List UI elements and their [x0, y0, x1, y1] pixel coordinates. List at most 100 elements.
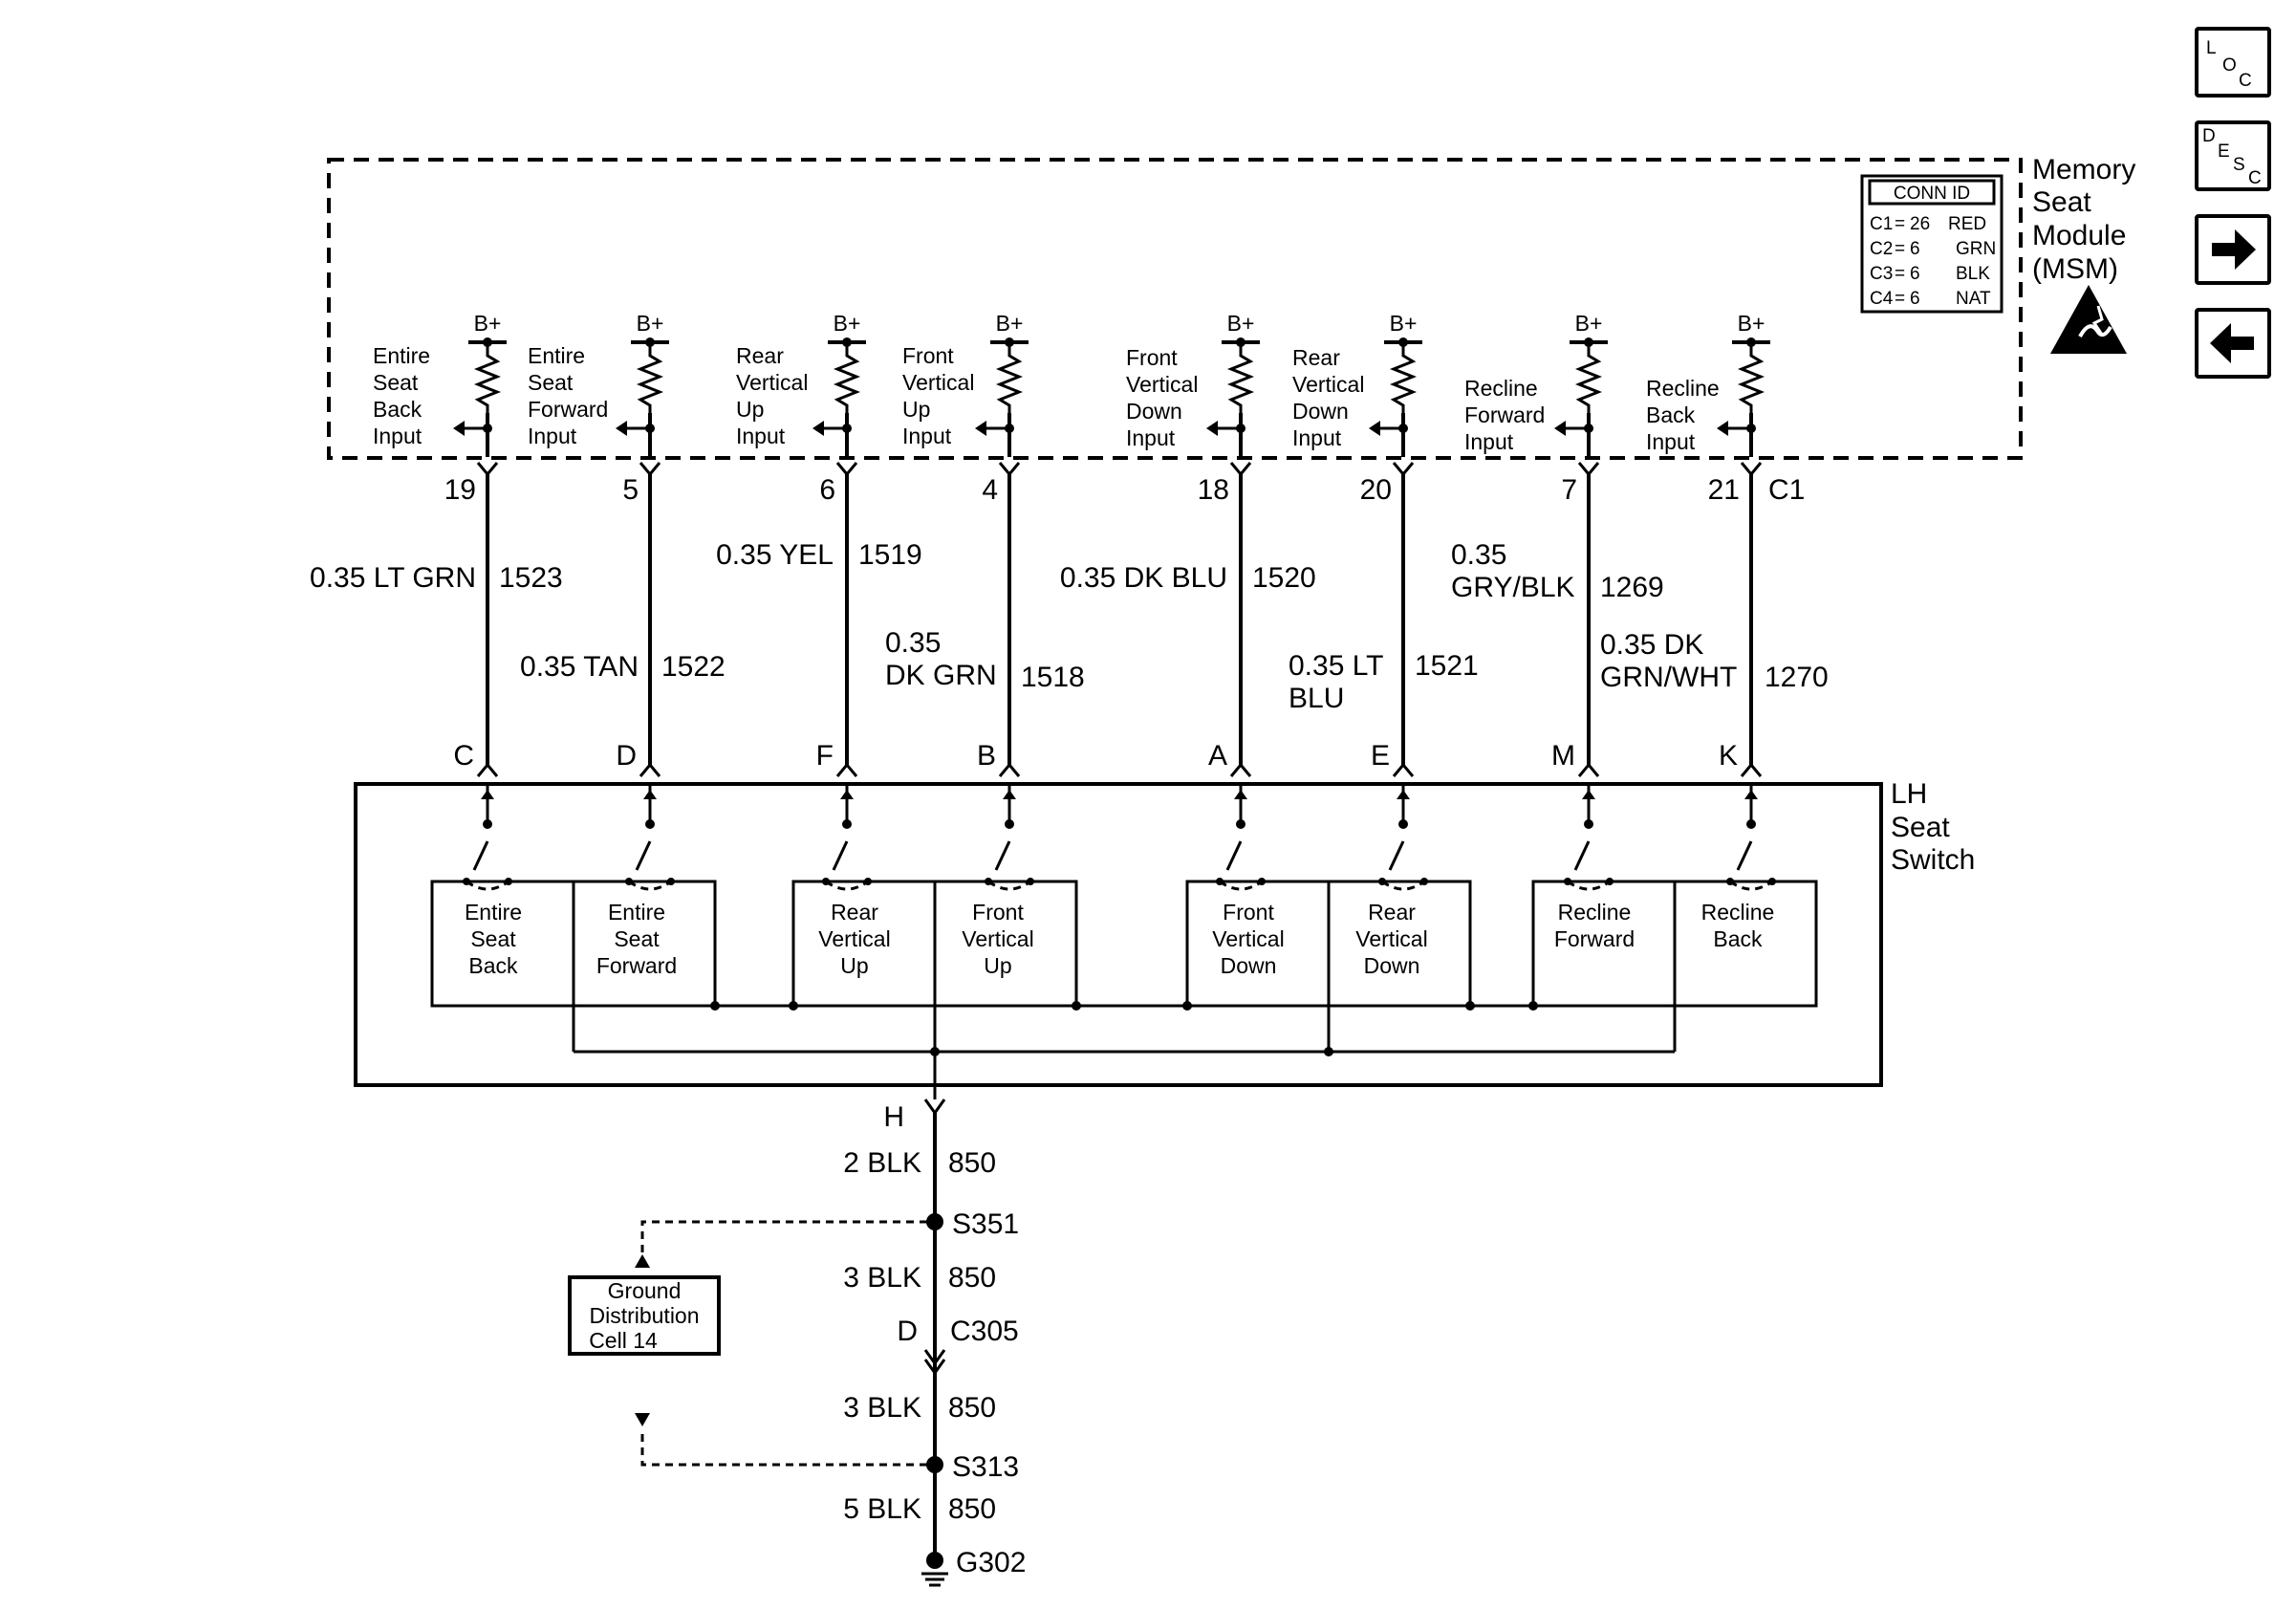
switch-arrow [481, 790, 494, 799]
module-name: Memory Seat Module (MSM) [2032, 154, 2135, 285]
ground-wire2-circuit: 850 [948, 1262, 996, 1294]
switch-pin-label: E [1371, 740, 1390, 772]
wire-color-label: 0.35 LT [1289, 650, 1384, 682]
b-plus-label: B+ [1575, 311, 1603, 336]
switch-connector-mark [1577, 762, 1600, 777]
module-pin-label: 7 [1561, 474, 1577, 506]
conn-id-row: C2 = 6 GRN [1870, 239, 1996, 259]
circuit-number-label: 1519 [858, 539, 922, 571]
arrow-left-icon [2210, 323, 2254, 363]
circuit-number-label: 1518 [1021, 662, 1085, 693]
conn-id-title: CONN ID [1894, 184, 1970, 204]
svg-text:Switch: Switch [1891, 844, 1975, 876]
module-connector-mark [1740, 462, 1763, 477]
pull-up-resistor [1737, 342, 1765, 413]
switch-section-label: Rear [1368, 900, 1416, 925]
connector-id-box: CONN ID C1 = 26 RED C2 = 6 GRN C3 = 6 BL… [1860, 174, 2004, 314]
switch-blade [1736, 840, 1753, 871]
switch-section-label: Back [1713, 926, 1763, 951]
pull-up-resistor [1389, 342, 1418, 413]
desc-letter-e: E [2218, 141, 2230, 162]
wire-color-label: GRN/WHT [1600, 662, 1737, 693]
pull-up-resistor [995, 342, 1024, 413]
input-label-line: Seat [528, 370, 574, 395]
next-button[interactable] [2195, 214, 2271, 285]
input-label-line: Front [1126, 345, 1178, 370]
input-label-line: Rear [736, 343, 784, 368]
svg-text:=: = [1895, 239, 1905, 259]
switch-connector-mark [639, 762, 661, 777]
input-label-line: Forward [528, 397, 608, 422]
input-label-line: Input [1646, 429, 1696, 454]
svg-text:Seat: Seat [1891, 812, 1950, 843]
switch-blade [1573, 840, 1591, 871]
prev-button[interactable] [2195, 308, 2271, 379]
switch-throw-arc [1381, 880, 1425, 891]
b-plus-label: B+ [1390, 311, 1418, 336]
svg-text:Seat: Seat [2032, 186, 2091, 218]
svg-text:Cell 14: Cell 14 [589, 1328, 658, 1353]
circuit-number-label: 1522 [661, 651, 726, 683]
desc-letter-c: C [2248, 168, 2262, 188]
module-pin-label: 6 [819, 474, 835, 506]
svg-text:6: 6 [1910, 264, 1920, 284]
switch-throw-arc [1729, 880, 1773, 891]
switch-pivot [645, 819, 655, 829]
b-plus-label: B+ [1738, 311, 1765, 336]
desc-button[interactable]: D E S C [2195, 120, 2271, 191]
svg-text:(MSM): (MSM) [2032, 253, 2118, 285]
switch-pivot [1398, 819, 1408, 829]
input-label-line: Back [373, 397, 422, 422]
switch-section-label: Recline [1558, 900, 1632, 925]
switch-blade [1225, 840, 1243, 871]
desc-letter-d: D [2202, 126, 2216, 146]
input-label-line: Recline [1464, 376, 1538, 401]
switch-arrow [1582, 790, 1595, 799]
input-label-line: Forward [1464, 402, 1545, 427]
switch-section-label: Up [840, 953, 868, 978]
loc-button[interactable]: L O C [2195, 27, 2271, 98]
input-arrow [453, 421, 465, 436]
switch-pivot [1584, 819, 1593, 829]
input-label-line: Input [1464, 429, 1514, 454]
wire-color-label: 0.35 LT GRN [310, 562, 476, 594]
input-label-line: Seat [373, 370, 419, 395]
switch-section-label: Down [1221, 953, 1277, 978]
switch-pivot [1005, 819, 1014, 829]
input-label-line: Up [902, 397, 930, 422]
svg-text:RED: RED [1948, 214, 1986, 234]
ground-distribution-reference[interactable]: Ground Distribution Cell 14 [568, 1275, 721, 1356]
switch-section-label: Seat [470, 926, 516, 951]
module-connector-label: C1 [1768, 474, 1805, 506]
switch-arrow [1003, 790, 1016, 799]
switch-pin-label: B [977, 740, 996, 772]
switch-pin-label: K [1719, 740, 1738, 772]
module-connector-mark [1229, 462, 1252, 477]
switch-connector-mark [1740, 762, 1763, 777]
switch-throw-arc [1567, 880, 1611, 891]
svg-text:BLK: BLK [1956, 264, 1990, 284]
svg-text:C1: C1 [1870, 214, 1893, 234]
input-label-line: Input [902, 424, 952, 448]
switch-throw-arc [825, 880, 869, 891]
input-label-line: Input [1292, 425, 1342, 450]
module-connector-mark [998, 462, 1021, 477]
input-label-line: Down [1292, 399, 1349, 424]
switch-section-label: Forward [1554, 926, 1635, 951]
svg-text:NAT: NAT [1956, 289, 1991, 309]
loc-letter-c: C [2239, 71, 2252, 91]
module-pin-label: 19 [444, 474, 476, 506]
switch-connector-mark [476, 762, 499, 777]
wire-color-label: 0.35 YEL [716, 539, 834, 571]
svg-text:6: 6 [1910, 289, 1920, 309]
switch-blade [472, 840, 489, 871]
input-arrow [616, 421, 627, 436]
switch-pin-label: M [1551, 740, 1575, 772]
